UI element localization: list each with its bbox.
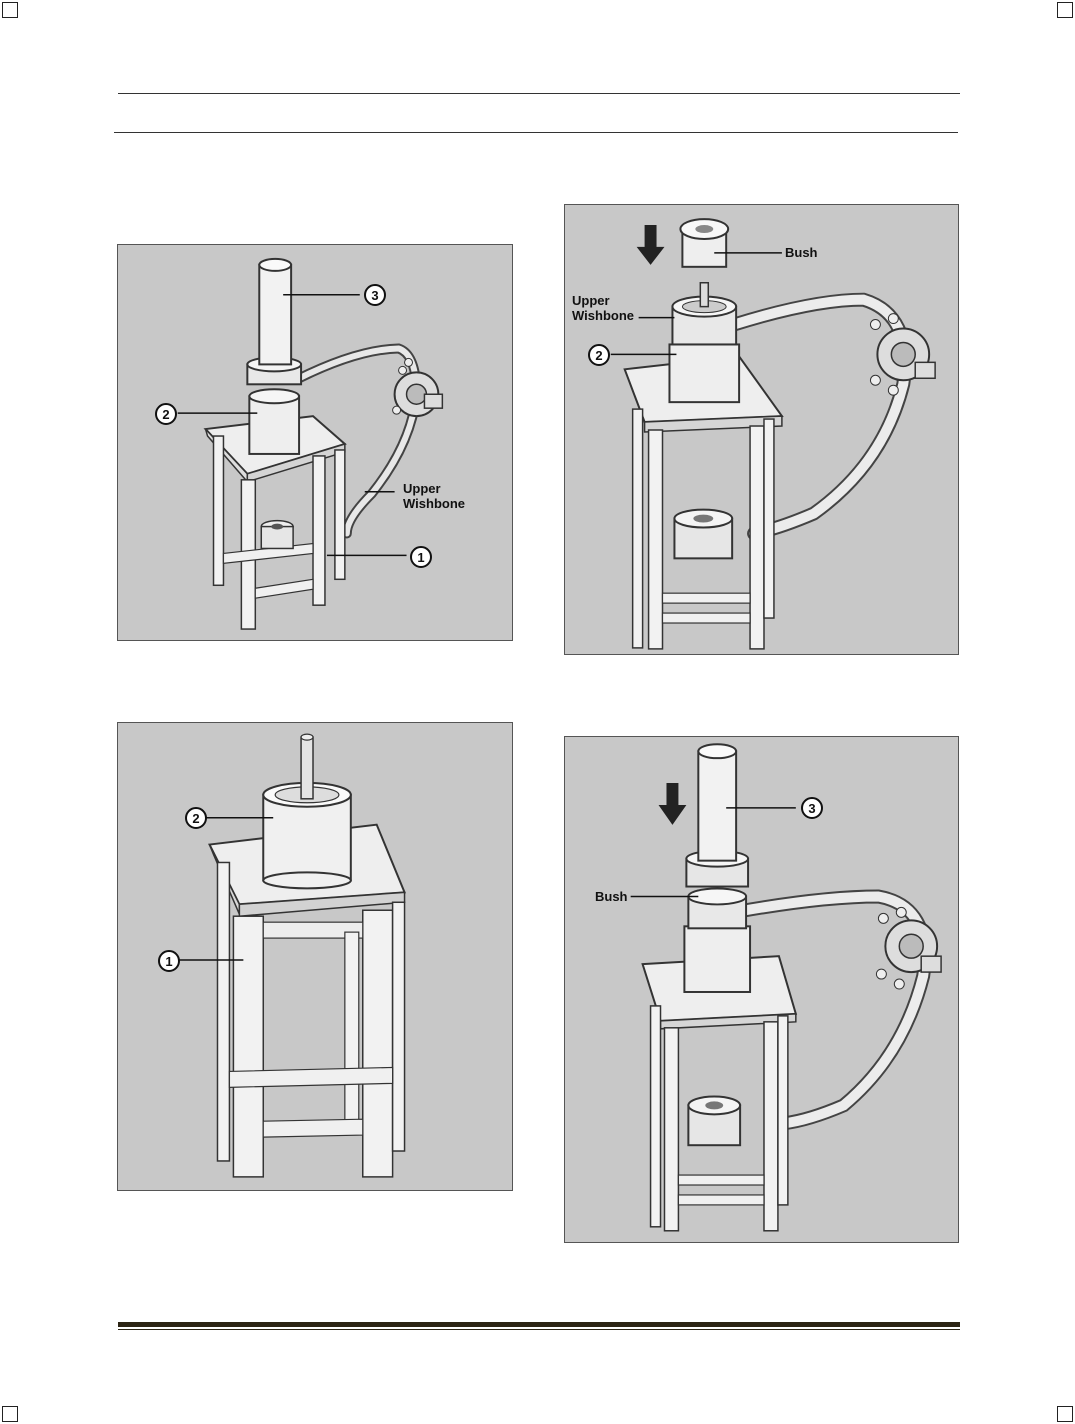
figure-3-receiver-on-stand: 2 1 <box>117 722 513 1191</box>
callout-1: 1 <box>158 950 180 972</box>
label-bush: Bush <box>785 245 818 260</box>
figure-2-illustration <box>610 218 936 650</box>
callout-2: 2 <box>155 403 177 425</box>
callout-2: 2 <box>588 344 610 366</box>
label-bush: Bush <box>595 889 628 904</box>
crop-mark-top-left <box>2 2 18 18</box>
figure-1-bush-removal-setup: 3 2 Upper Wishbone 1 <box>117 244 513 641</box>
footer-rule-thin <box>118 1329 960 1330</box>
figure-3-illustration <box>177 733 406 1178</box>
callout-1: 1 <box>410 546 432 568</box>
crop-mark-bottom-right <box>1057 1406 1073 1422</box>
crop-mark-top-right <box>1057 2 1073 18</box>
callout-2: 2 <box>185 807 207 829</box>
figure-1-illustration <box>177 257 444 630</box>
label-upper: Upper <box>572 293 610 308</box>
label-upper-wishbone: Upper Wishbone <box>572 293 634 323</box>
crop-mark-bottom-left <box>2 1406 18 1422</box>
figure-4-illustration <box>630 743 942 1232</box>
label-wishbone: Wishbone <box>572 308 634 323</box>
header-rule-bottom <box>114 132 958 133</box>
label-upper-wishbone: Upper Wishbone <box>403 481 465 511</box>
callout-3: 3 <box>364 284 386 306</box>
footer-rule <box>118 1322 960 1327</box>
figure-2-bush-fitting-setup: Bush Upper Wishbone 2 <box>564 204 959 655</box>
figure-4-bush-pressing: 3 Bush <box>564 736 959 1243</box>
label-wishbone: Wishbone <box>403 496 465 511</box>
label-upper: Upper <box>403 481 441 496</box>
callout-3: 3 <box>801 797 823 819</box>
header-rule-top <box>118 93 960 94</box>
